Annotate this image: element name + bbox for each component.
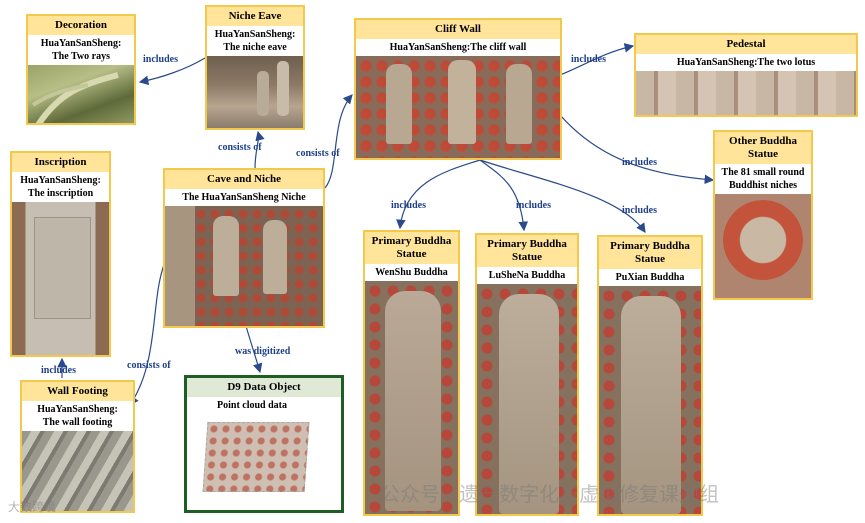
cliff-wall-photo: [356, 56, 560, 158]
decoration-title: Decoration: [28, 16, 134, 35]
cave-niche-node[interactable]: Cave and Niche The HuaYanSanSheng Niche: [163, 168, 325, 328]
inscription-label: HuaYanSanSheng:The inscription: [12, 172, 109, 202]
wall-footing-label: HuaYanSanSheng:The wall footing: [22, 401, 133, 431]
edge-label-consists-of-cliff: consists of: [296, 148, 340, 159]
niche-eave-node[interactable]: Niche Eave HuaYanSanSheng:The niche eave: [205, 5, 305, 130]
wall-footing-title: Wall Footing: [22, 382, 133, 401]
wall-footing-node[interactable]: Wall Footing HuaYanSanSheng:The wall foo…: [20, 380, 135, 513]
edge-label-includes-decoration: includes: [143, 54, 178, 65]
edge-label-includes-inscription: includes: [41, 365, 76, 376]
edge-label-includes-pedestal: includes: [571, 54, 606, 65]
other-buddha-photo: [715, 194, 811, 298]
puxian-title: Primary Buddha Statue: [599, 237, 701, 269]
d9-data-object-node[interactable]: D9 Data Object Point cloud data: [184, 375, 344, 513]
lushena-label: LuSheNa Buddha: [477, 267, 577, 284]
edge-cliff-to-other-buddha: [560, 115, 713, 180]
niche-eave-label: HuaYanSanSheng:The niche eave: [207, 26, 303, 56]
cave-niche-photo: [165, 206, 323, 326]
wenshu-title: Primary Buddha Statue: [365, 232, 458, 264]
point-cloud-photo: [187, 414, 341, 510]
puxian-label: PuXian Buddha: [599, 269, 701, 286]
wenshu-label: WenShu Buddha: [365, 264, 458, 281]
pedestal-label: HuaYanSanSheng:The two lotus: [636, 54, 856, 71]
wenshu-node[interactable]: Primary Buddha Statue WenShu Buddha: [363, 230, 460, 516]
edge-cliff-to-lushena: [480, 160, 524, 230]
edge-cave-to-wall-footing: [130, 262, 165, 405]
inscription-node[interactable]: Inscription HuaYanSanSheng:The inscripti…: [10, 151, 111, 357]
cliff-wall-title: Cliff Wall: [356, 20, 560, 39]
d9-title: D9 Data Object: [187, 378, 341, 397]
edge-label-includes-lushena: includes: [516, 200, 551, 211]
pedestal-photo: [636, 71, 856, 115]
puxian-node[interactable]: Primary Buddha Statue PuXian Buddha: [597, 235, 703, 516]
cliff-wall-label: HuaYanSanSheng:The cliff wall: [356, 39, 560, 56]
decoration-photo: [28, 65, 134, 123]
edge-cliff-to-puxian: [480, 160, 645, 232]
edge-label-consists-of-footing: consists of: [127, 360, 171, 371]
d9-label: Point cloud data: [187, 397, 341, 414]
edge-cave-to-cliff: [325, 95, 352, 188]
cave-niche-label: The HuaYanSanSheng Niche: [165, 189, 323, 206]
inscription-photo: [12, 202, 109, 355]
niche-eave-title: Niche Eave: [207, 7, 303, 26]
edge-cliff-to-wenshu: [400, 160, 480, 228]
inscription-title: Inscription: [12, 153, 109, 172]
decoration-node[interactable]: Decoration HuaYanSanSheng:The Two rays: [26, 14, 136, 125]
decoration-label: HuaYanSanSheng:The Two rays: [28, 35, 134, 65]
lushena-title: Primary Buddha Statue: [477, 235, 577, 267]
other-buddha-title: Other Buddha Statue: [715, 132, 811, 164]
pedestal-title: Pedestal: [636, 35, 856, 54]
watermark-corner: 大数跨境: [8, 498, 56, 515]
edge-label-was-digitized: was digitized: [235, 346, 290, 357]
niche-eave-photo: [207, 56, 303, 128]
watermark-main: 公众号 · 遗产数字化与虚拟修复课题组: [380, 478, 719, 507]
edge-label-includes-wenshu: includes: [391, 200, 426, 211]
edge-label-consists-of-eave: consists of: [218, 142, 262, 153]
cave-niche-title: Cave and Niche: [165, 170, 323, 189]
cliff-wall-node[interactable]: Cliff Wall HuaYanSanSheng:The cliff wall: [354, 18, 562, 160]
lushena-node[interactable]: Primary Buddha Statue LuSheNa Buddha: [475, 233, 579, 516]
pedestal-node[interactable]: Pedestal HuaYanSanSheng:The two lotus: [634, 33, 858, 117]
edge-label-includes-other: includes: [622, 157, 657, 168]
edge-label-includes-puxian: includes: [622, 205, 657, 216]
